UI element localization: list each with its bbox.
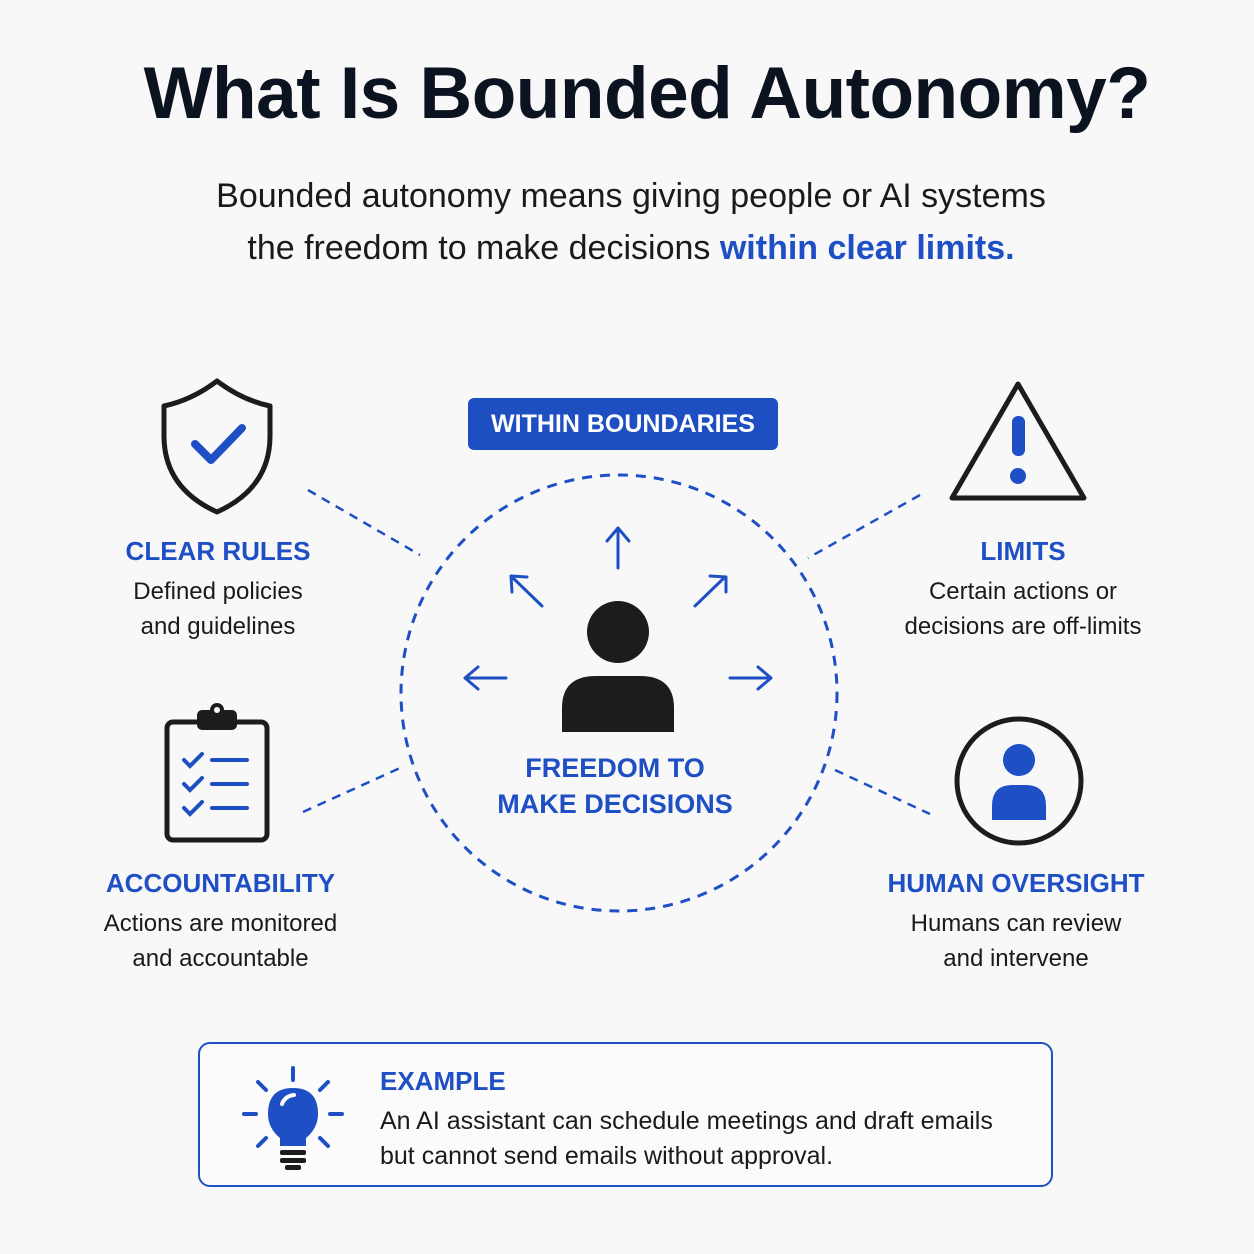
item-heading: ACCOUNTABILITY [105, 868, 336, 898]
warning-triangle-icon [949, 381, 1087, 501]
arrow-up-left-icon [509, 574, 544, 608]
item-description-line-1: Defined policies [133, 578, 303, 605]
connector-clear-rules [307, 488, 421, 557]
item-description-line-1: Certain actions or [928, 578, 1118, 605]
item-clear-rules: CLEAR RULES Defined policies and guideli… [78, 536, 358, 644]
item-heading: CLEAR RULES [125, 536, 311, 566]
item-limits: LIMITS Certain actions or decisions are … [878, 536, 1168, 644]
item-heading: HUMAN OVERSIGHT [887, 868, 1145, 898]
item-human-oversight: HUMAN OVERSIGHT Humans can review and in… [866, 868, 1166, 976]
lightbulb-icon [242, 1066, 344, 1170]
connector-limits [807, 493, 921, 560]
subtitle-line-2-prefix: the freedom to make decisions [247, 229, 711, 267]
dashed-connectors [302, 488, 931, 816]
arrow-right-icon [728, 665, 773, 691]
arrow-left-icon [463, 665, 508, 691]
item-description-line-2: and guidelines [140, 613, 296, 640]
item-description-line-1: Actions are monitored [103, 910, 338, 937]
within-boundaries-badge: WITHIN BOUNDARIES [468, 398, 778, 450]
page-subtitle: Bounded autonomy means giving people or … [0, 170, 1254, 274]
item-description: Humans can review and intervene [866, 906, 1166, 976]
clipboard-checklist-icon [164, 703, 270, 843]
subtitle-line-1: Bounded autonomy means giving people or … [216, 177, 1046, 215]
item-description-line-1: Humans can review [910, 910, 1122, 937]
example-box: EXAMPLE An AI assistant can schedule mee… [198, 1042, 1053, 1187]
item-description: Actions are monitored and accountable [68, 906, 373, 976]
shield-check-icon [161, 378, 273, 515]
center-label: FREEDOM TO MAKE DECISIONS [470, 750, 760, 822]
connector-accountability [302, 766, 401, 814]
center-label-line-1: FREEDOM TO [525, 753, 705, 783]
item-accountability: ACCOUNTABILITY Actions are monitored and… [68, 868, 373, 976]
page-title: What Is Bounded Autonomy? [143, 53, 1151, 134]
item-description-line-2: decisions are off-limits [904, 613, 1142, 640]
arrow-up-right-icon [693, 574, 728, 608]
item-description: Defined policies and guidelines [78, 574, 358, 644]
subtitle-line-2: the freedom to make decisions within cle… [0, 222, 1254, 274]
example-text-line-2: but cannot send emails without approval. [380, 1142, 834, 1170]
center-label-line-2: MAKE DECISIONS [497, 789, 733, 819]
item-description-line-2: and accountable [132, 945, 309, 972]
direction-arrows [463, 526, 773, 691]
example-heading: EXAMPLE [380, 1066, 506, 1096]
item-heading: LIMITS [980, 536, 1066, 566]
boundary-circle [399, 473, 839, 913]
arrow-up-icon [605, 526, 631, 570]
person-icon [562, 601, 674, 732]
item-description-line-2: and intervene [943, 945, 1089, 972]
example-text-line-1: An AI assistant can schedule meetings an… [380, 1107, 993, 1135]
example-text: An AI assistant can schedule meetings an… [380, 1104, 1030, 1174]
connector-human-oversight [834, 768, 931, 816]
item-description: Certain actions or decisions are off-lim… [878, 574, 1168, 644]
subtitle-highlight: within clear limits. [719, 229, 1015, 267]
person-circle-icon [954, 716, 1084, 846]
